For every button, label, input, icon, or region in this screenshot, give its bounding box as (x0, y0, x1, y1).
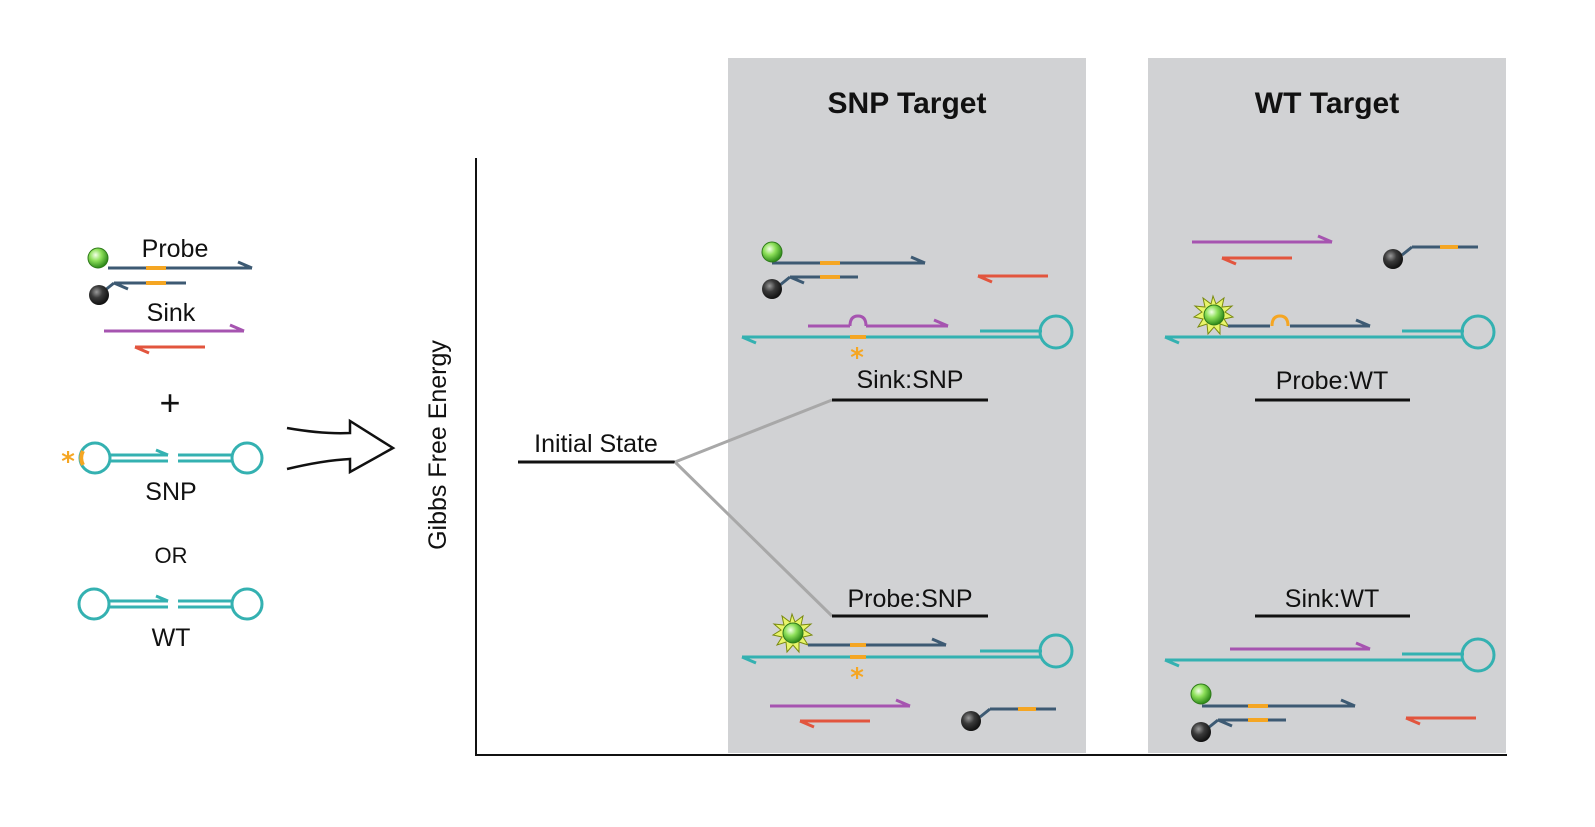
initial-state-label: Initial State (534, 430, 658, 458)
wt-free-quencher-strand (1383, 245, 1478, 269)
sink-snp-complex: * (741, 314, 1074, 373)
snp-free-sink-strand (977, 274, 1048, 284)
snp-marker: * (850, 663, 864, 693)
fluorophore-icon (87, 247, 109, 269)
sink-label: Sink (147, 299, 196, 327)
legend-probe: Probe (87, 235, 253, 270)
plus-sign: + (159, 382, 180, 423)
or-label: OR (155, 543, 188, 568)
snp-free-quencher-strand (961, 707, 1056, 731)
snp-target-title: SNP Target (828, 87, 987, 120)
legend-probe-complement (89, 281, 186, 305)
fluorophore-icon (782, 622, 804, 644)
wt-label: WT (152, 624, 191, 652)
snp-target-panel (728, 58, 1086, 753)
quencher-icon (1191, 722, 1211, 742)
quencher-icon (961, 711, 981, 731)
snp-marker: * (61, 447, 75, 477)
probe-wt-complex (1164, 294, 1496, 350)
probe-wt-label: Probe:WT (1276, 367, 1389, 395)
legend-wt-target: WT (77, 587, 264, 652)
snp-marker: * (850, 343, 864, 373)
snp-free-probe (761, 241, 926, 299)
fluorophore-icon (761, 241, 783, 263)
fluorophore-icon (1203, 304, 1225, 326)
quencher-icon (1383, 249, 1403, 269)
snp-label: SNP (145, 478, 196, 506)
probe-label: Probe (142, 235, 209, 263)
connector-to-probe-snp (673, 460, 834, 618)
wt-free-sink (1192, 234, 1333, 266)
legend-sink: Sink (104, 299, 245, 355)
wt-target-panel (1148, 58, 1506, 753)
quencher-icon (89, 285, 109, 305)
connector-to-sink-snp (674, 398, 833, 464)
wt-free-sink-strand (1405, 716, 1476, 726)
wt-target-title: WT Target (1255, 87, 1399, 120)
wt-free-probe (1190, 683, 1356, 742)
sink-wt-complex (1164, 637, 1496, 673)
fluorophore-icon (1190, 683, 1212, 705)
sink-snp-label: Sink:SNP (857, 366, 964, 394)
sink-wt-label: Sink:WT (1285, 585, 1379, 613)
quencher-icon (762, 279, 782, 299)
reaction-arrow-icon (286, 418, 396, 475)
probe-snp-complex: * (741, 612, 1074, 693)
probe-snp-label: Probe:SNP (847, 585, 972, 613)
y-axis-label: Gibbs Free Energy (424, 340, 452, 550)
legend-snp-target: * SNP (61, 441, 264, 506)
snp-free-sink (770, 698, 911, 729)
